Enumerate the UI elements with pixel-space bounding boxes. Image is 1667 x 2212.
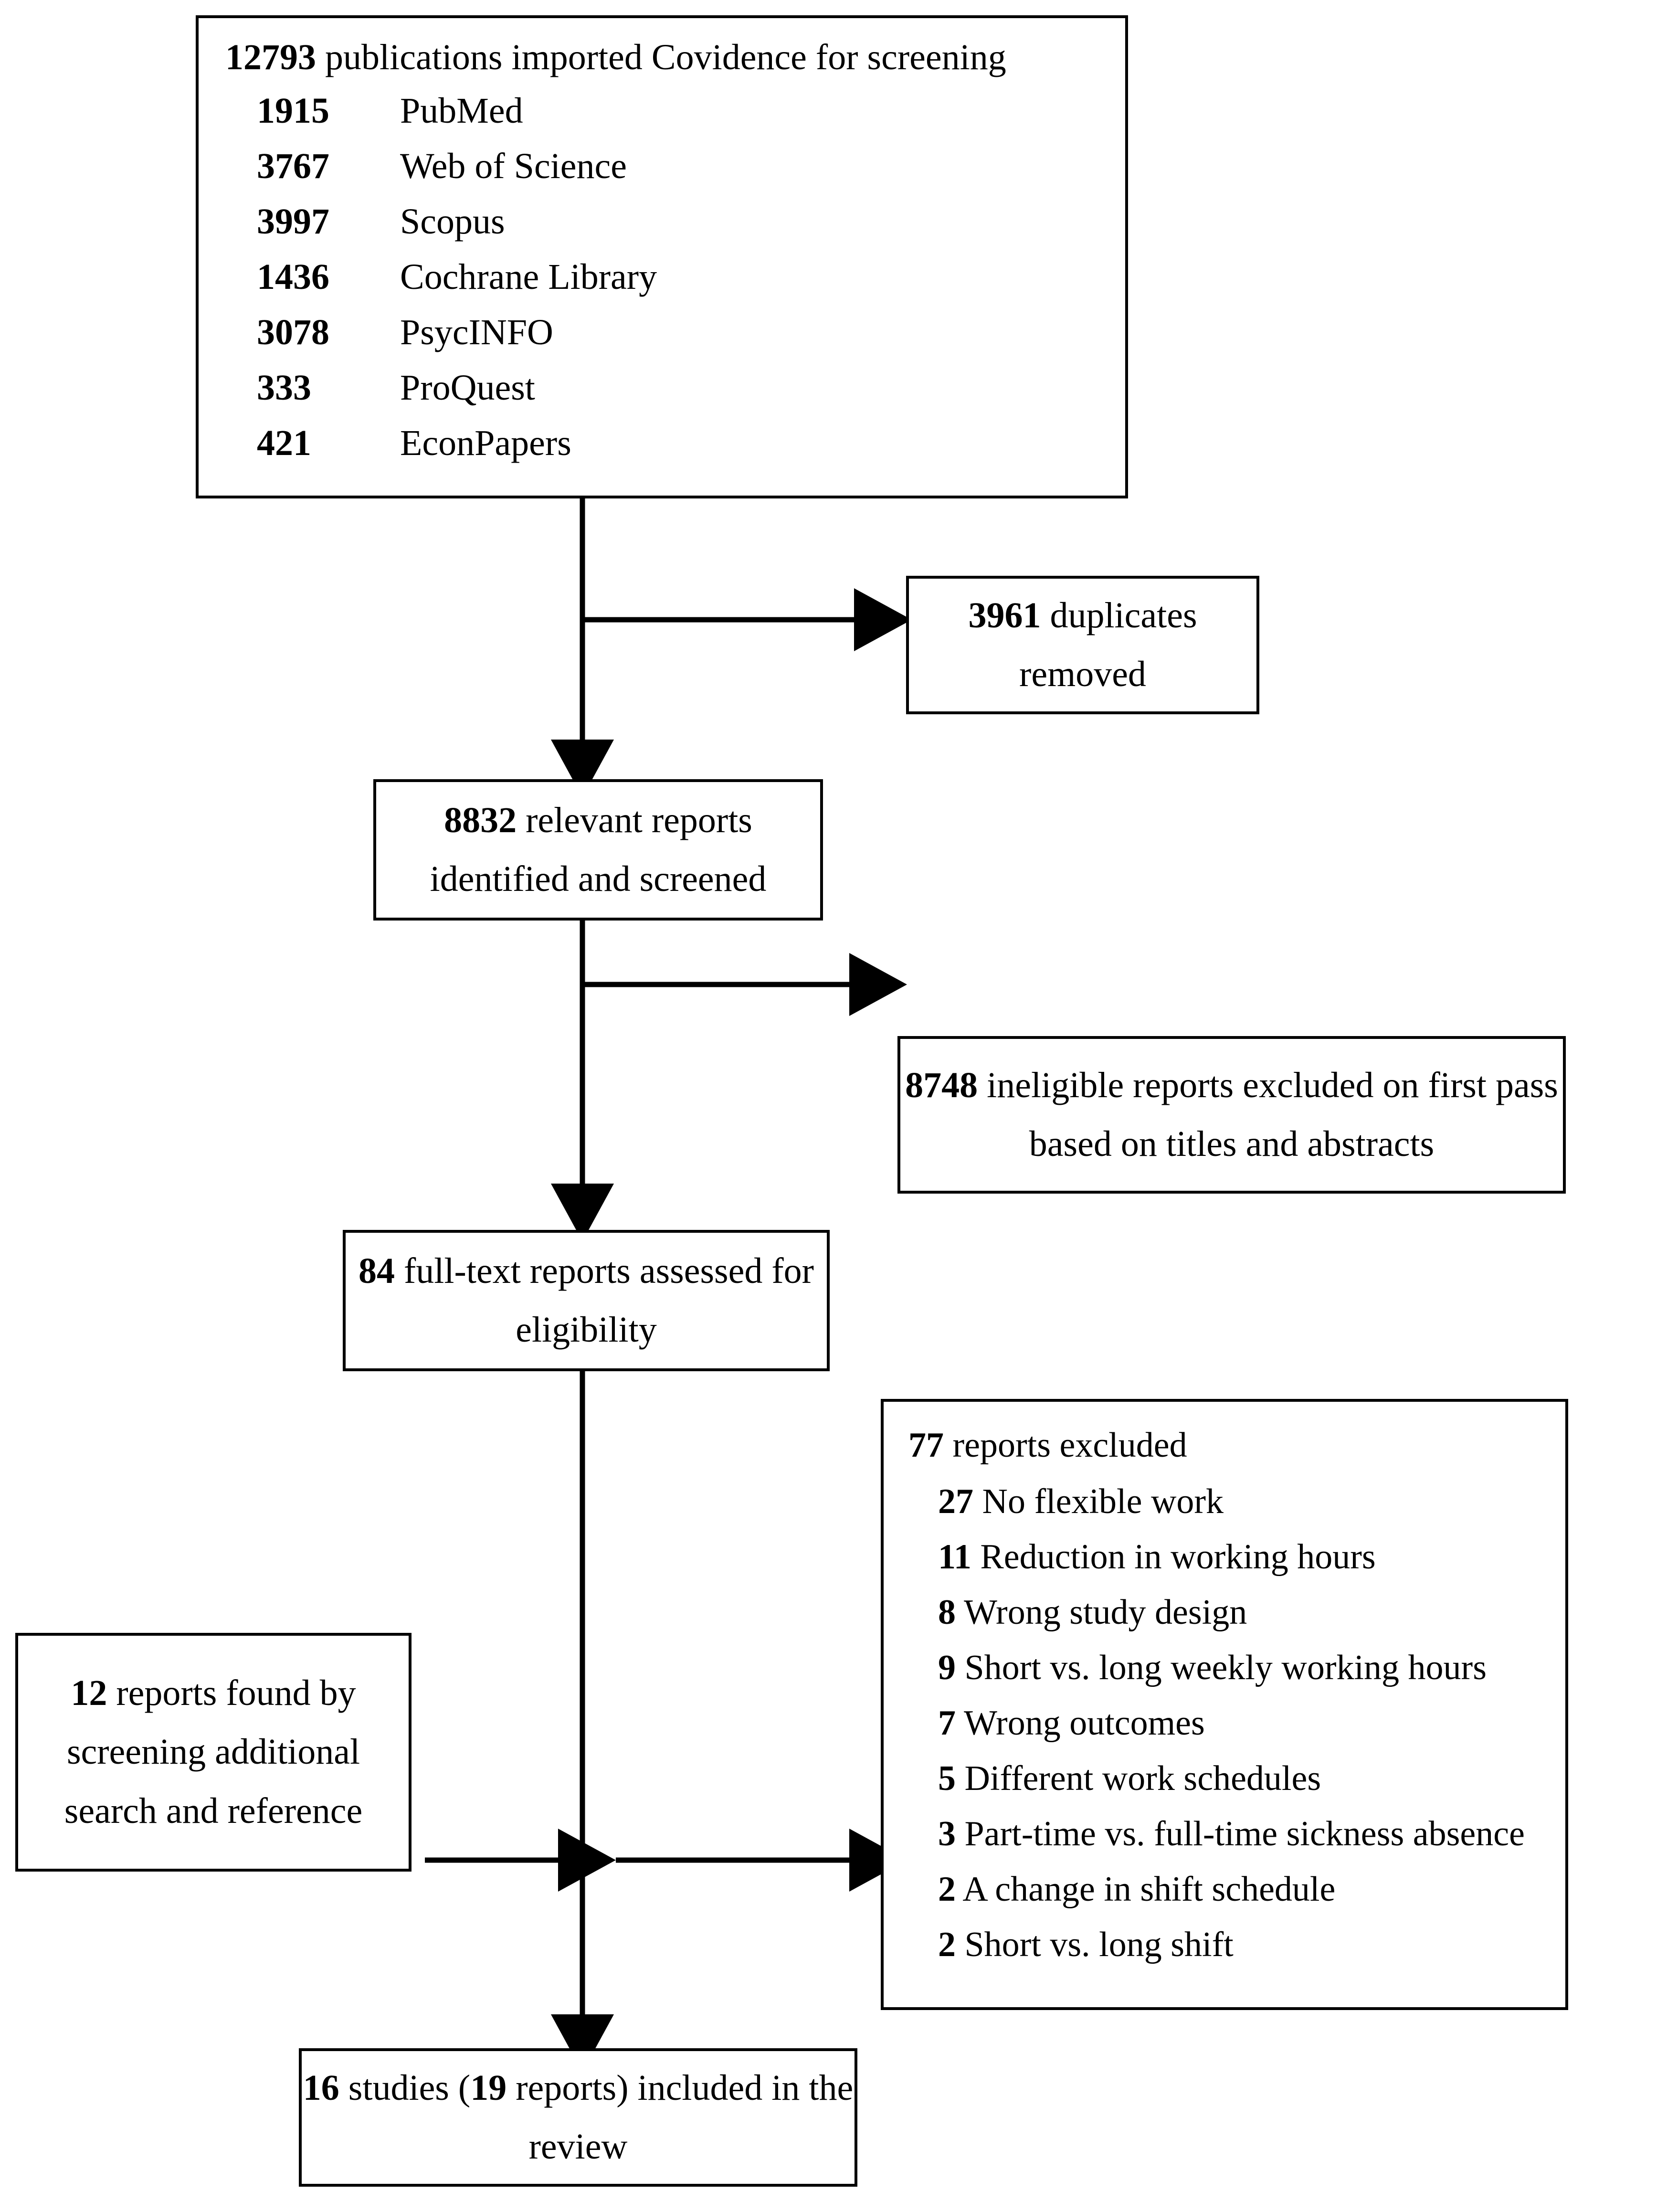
- relevant-count: 8832: [444, 800, 517, 840]
- exclusion-reason: Short vs. long shift: [964, 1925, 1234, 1964]
- source-count: 333: [257, 368, 311, 408]
- additional-search-box: 12 reports found by screening additional…: [15, 1633, 411, 1872]
- fulltext-count: 84: [359, 1250, 395, 1291]
- exclusion-reason: Reduction in working hours: [980, 1537, 1376, 1577]
- duplicates-text-wrap: 3961 duplicates removed: [909, 586, 1256, 704]
- source-count: 1915: [257, 91, 329, 131]
- source-count: 421: [257, 423, 311, 463]
- exclusion-count: 9: [938, 1648, 956, 1687]
- duplicates-removed-box: 3961 duplicates removed: [906, 576, 1259, 714]
- sources-title: 12793 publications imported Covidence fo…: [225, 39, 1125, 75]
- exclusion-item: 3 Part-time vs. full-time sickness absen…: [908, 1816, 1565, 1852]
- exclusion-item: 5 Different work schedules: [908, 1761, 1565, 1796]
- included-studies-box: 16 studies (19 reports) included in the …: [299, 2048, 857, 2187]
- included-studies-count: 16: [303, 2067, 339, 2108]
- exclusion-reason: Wrong study design: [964, 1593, 1247, 1632]
- exclusion-count: 8: [938, 1593, 956, 1632]
- exclusion-item: 2 Short vs. long shift: [908, 1927, 1565, 1962]
- ineligible-reports-box: 8748 ineligible reports excluded on firs…: [897, 1036, 1566, 1194]
- additional-count: 12: [71, 1673, 107, 1714]
- exclusion-reason: Short vs. long weekly working hours: [964, 1648, 1487, 1687]
- exclusion-reason: No flexible work: [982, 1482, 1224, 1521]
- sources-total-count: 12793: [225, 37, 316, 77]
- fulltext-assessed-box: 84 full-text reports assessed for eligib…: [343, 1230, 830, 1371]
- source-row: 421 EconPapers: [225, 425, 1125, 461]
- ineligible-label: ineligible reports excluded on first pas…: [978, 1065, 1558, 1164]
- source-row: 3767 Web of Science: [225, 148, 1125, 184]
- reports-excluded-box: 77 reports excluded 27 No flexible work …: [881, 1399, 1568, 2010]
- exclusion-item: 2 A change in shift schedule: [908, 1872, 1565, 1907]
- included-text-wrap: 16 studies (19 reports) included in the …: [302, 2059, 855, 2176]
- exclusion-item: 11 Reduction in working hours: [908, 1539, 1565, 1575]
- source-count: 1436: [257, 257, 329, 297]
- exclusions-header: 77 reports excluded: [908, 1428, 1565, 1463]
- source-row: 333 ProQuest: [225, 370, 1125, 406]
- relevant-reports-box: 8832 relevant reports identified and scr…: [373, 779, 823, 921]
- source-name: Web of Science: [400, 146, 627, 186]
- source-count: 3997: [257, 201, 329, 242]
- additional-text-wrap: 12 reports found by screening additional…: [18, 1664, 409, 1840]
- source-name: EconPapers: [400, 423, 571, 463]
- source-row: 3078 PsycINFO: [225, 314, 1125, 350]
- relevant-label: relevant reports identified and screened: [430, 800, 767, 899]
- source-count: 3767: [257, 146, 329, 186]
- exclusion-item: 27 No flexible work: [908, 1484, 1565, 1519]
- duplicates-label: duplicates removed: [1019, 595, 1197, 694]
- ineligible-text-wrap: 8748 ineligible reports excluded on firs…: [900, 1056, 1563, 1174]
- exclusion-count: 11: [938, 1537, 971, 1577]
- source-name: ProQuest: [400, 368, 535, 408]
- relevant-text-wrap: 8832 relevant reports identified and scr…: [376, 791, 820, 909]
- exclusion-count: 27: [938, 1482, 973, 1521]
- included-mid-text: studies (: [339, 2067, 471, 2108]
- source-name: PsycINFO: [400, 312, 553, 352]
- exclusion-item: 9 Short vs. long weekly working hours: [908, 1650, 1565, 1685]
- source-name: Cochrane Library: [400, 257, 657, 297]
- sources-box: 12793 publications imported Covidence fo…: [196, 15, 1128, 498]
- duplicates-count: 3961: [968, 595, 1041, 635]
- exclusion-reason: Different work schedules: [964, 1759, 1321, 1798]
- source-name: Scopus: [400, 201, 505, 242]
- fulltext-label: full-text reports assessed for eligibili…: [395, 1250, 814, 1350]
- exclusion-reason: Part-time vs. full-time sickness absence: [964, 1814, 1525, 1853]
- included-reports-count: 19: [470, 2067, 507, 2108]
- exclusion-reason: Wrong outcomes: [964, 1704, 1205, 1743]
- source-row: 1436 Cochrane Library: [225, 259, 1125, 295]
- fulltext-text-wrap: 84 full-text reports assessed for eligib…: [346, 1242, 827, 1359]
- exclusion-count: 2: [938, 1870, 956, 1909]
- exclusion-count: 3: [938, 1814, 956, 1853]
- source-name: PubMed: [400, 91, 523, 131]
- exclusion-item: 8 Wrong study design: [908, 1595, 1565, 1630]
- exclusion-item: 7 Wrong outcomes: [908, 1705, 1565, 1741]
- additional-label: reports found by screening additional se…: [64, 1673, 363, 1831]
- exclusions-total-count: 77: [908, 1426, 944, 1465]
- exclusion-reason: A change in shift schedule: [962, 1870, 1336, 1909]
- sources-title-text: publications imported Covidence for scre…: [316, 37, 1006, 77]
- exclusion-count: 7: [938, 1704, 956, 1743]
- exclusion-count: 2: [938, 1925, 956, 1964]
- exclusion-count: 5: [938, 1759, 956, 1798]
- source-row: 3997 Scopus: [225, 203, 1125, 240]
- included-tail-text: reports) included in the review: [506, 2067, 854, 2167]
- source-count: 3078: [257, 312, 329, 352]
- source-row: 1915 PubMed: [225, 93, 1125, 129]
- ineligible-count: 8748: [905, 1065, 978, 1105]
- exclusions-header-text: reports excluded: [944, 1426, 1187, 1465]
